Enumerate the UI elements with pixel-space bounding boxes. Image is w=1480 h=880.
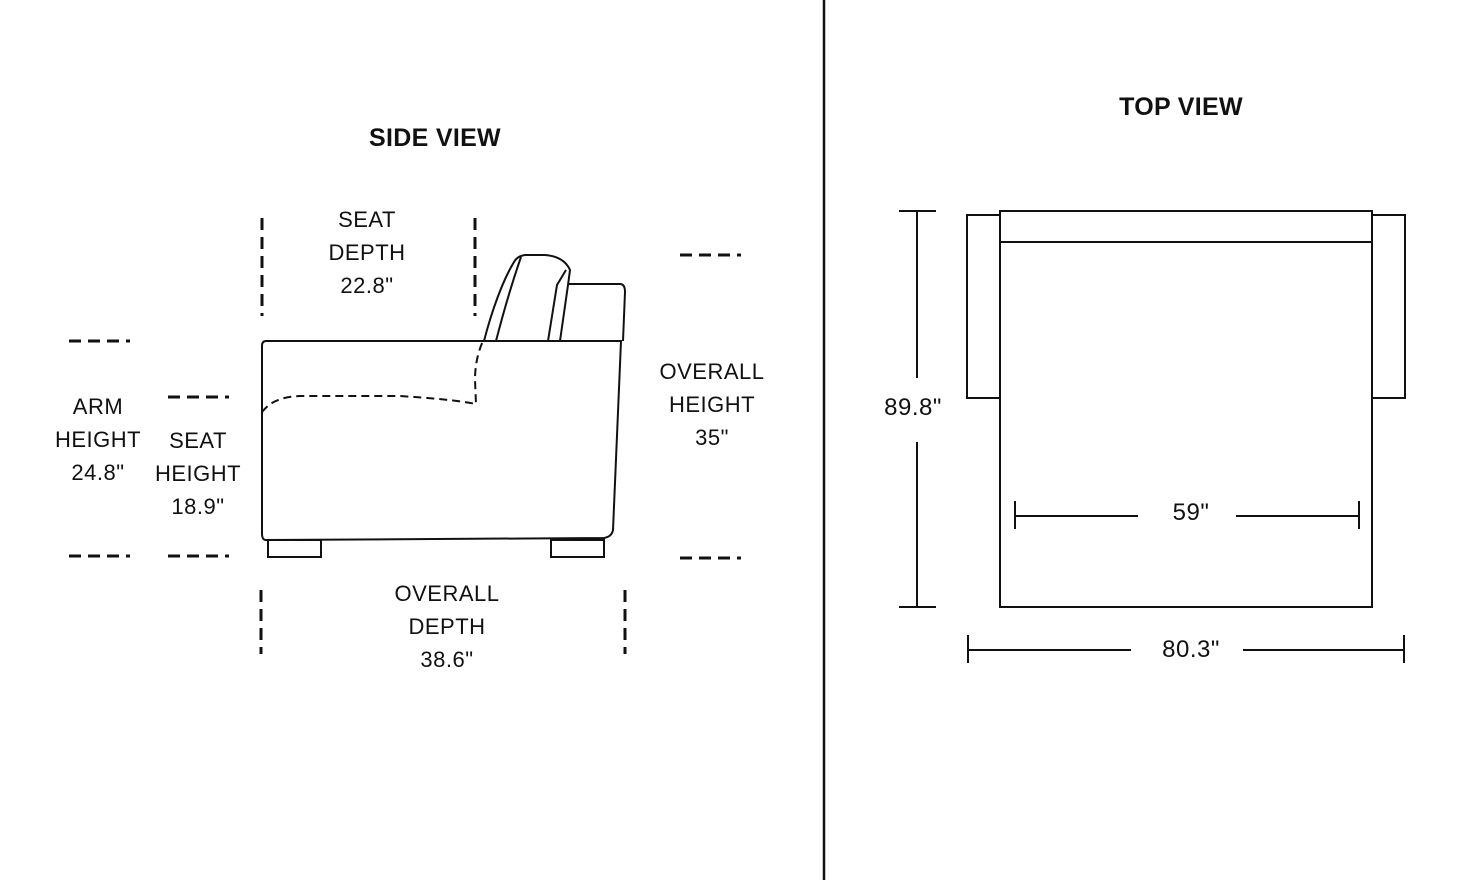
overall-depth-value: 38.6" [420,647,474,672]
overall-height-line2: HEIGHT [668,392,756,417]
inner-width-value: 59" [1150,499,1232,527]
arm-height-label: ARM HEIGHT 24.8" [38,390,158,489]
seat-height-line1: SEAT [169,428,227,453]
top-view-sofa [966,210,1406,608]
seat-depth-label: SEAT DEPTH 22.8" [307,203,427,302]
top-view-dimension-lines [899,210,1405,663]
overall-width-value: 80.3" [1142,636,1240,664]
seat-height-value: 18.9" [171,494,225,519]
arm-height-line1: ARM [72,394,124,419]
overall-length-value: 89.8" [880,394,946,422]
side-view-dimension-markers [69,218,741,654]
overall-height-label: OVERALL HEIGHT 35" [647,355,777,454]
seat-height-label: SEAT HEIGHT 18.9" [138,424,258,523]
seat-depth-line1: SEAT [338,207,396,232]
seat-height-line2: HEIGHT [154,461,242,486]
overall-depth-label: OVERALL DEPTH 38.6" [382,577,512,676]
overall-depth-line1: OVERALL [394,581,500,606]
side-view-title: SIDE VIEW [369,124,501,152]
arm-height-value: 24.8" [71,460,125,485]
side-view-sofa [261,254,627,558]
arm-height-line2: HEIGHT [54,427,142,452]
overall-height-line1: OVERALL [659,359,765,384]
top-view-title: TOP VIEW [1119,93,1243,121]
seat-depth-line2: DEPTH [328,240,406,265]
overall-height-value: 35" [695,425,729,450]
seat-depth-value: 22.8" [340,273,394,298]
overall-depth-line2: DEPTH [408,614,486,639]
